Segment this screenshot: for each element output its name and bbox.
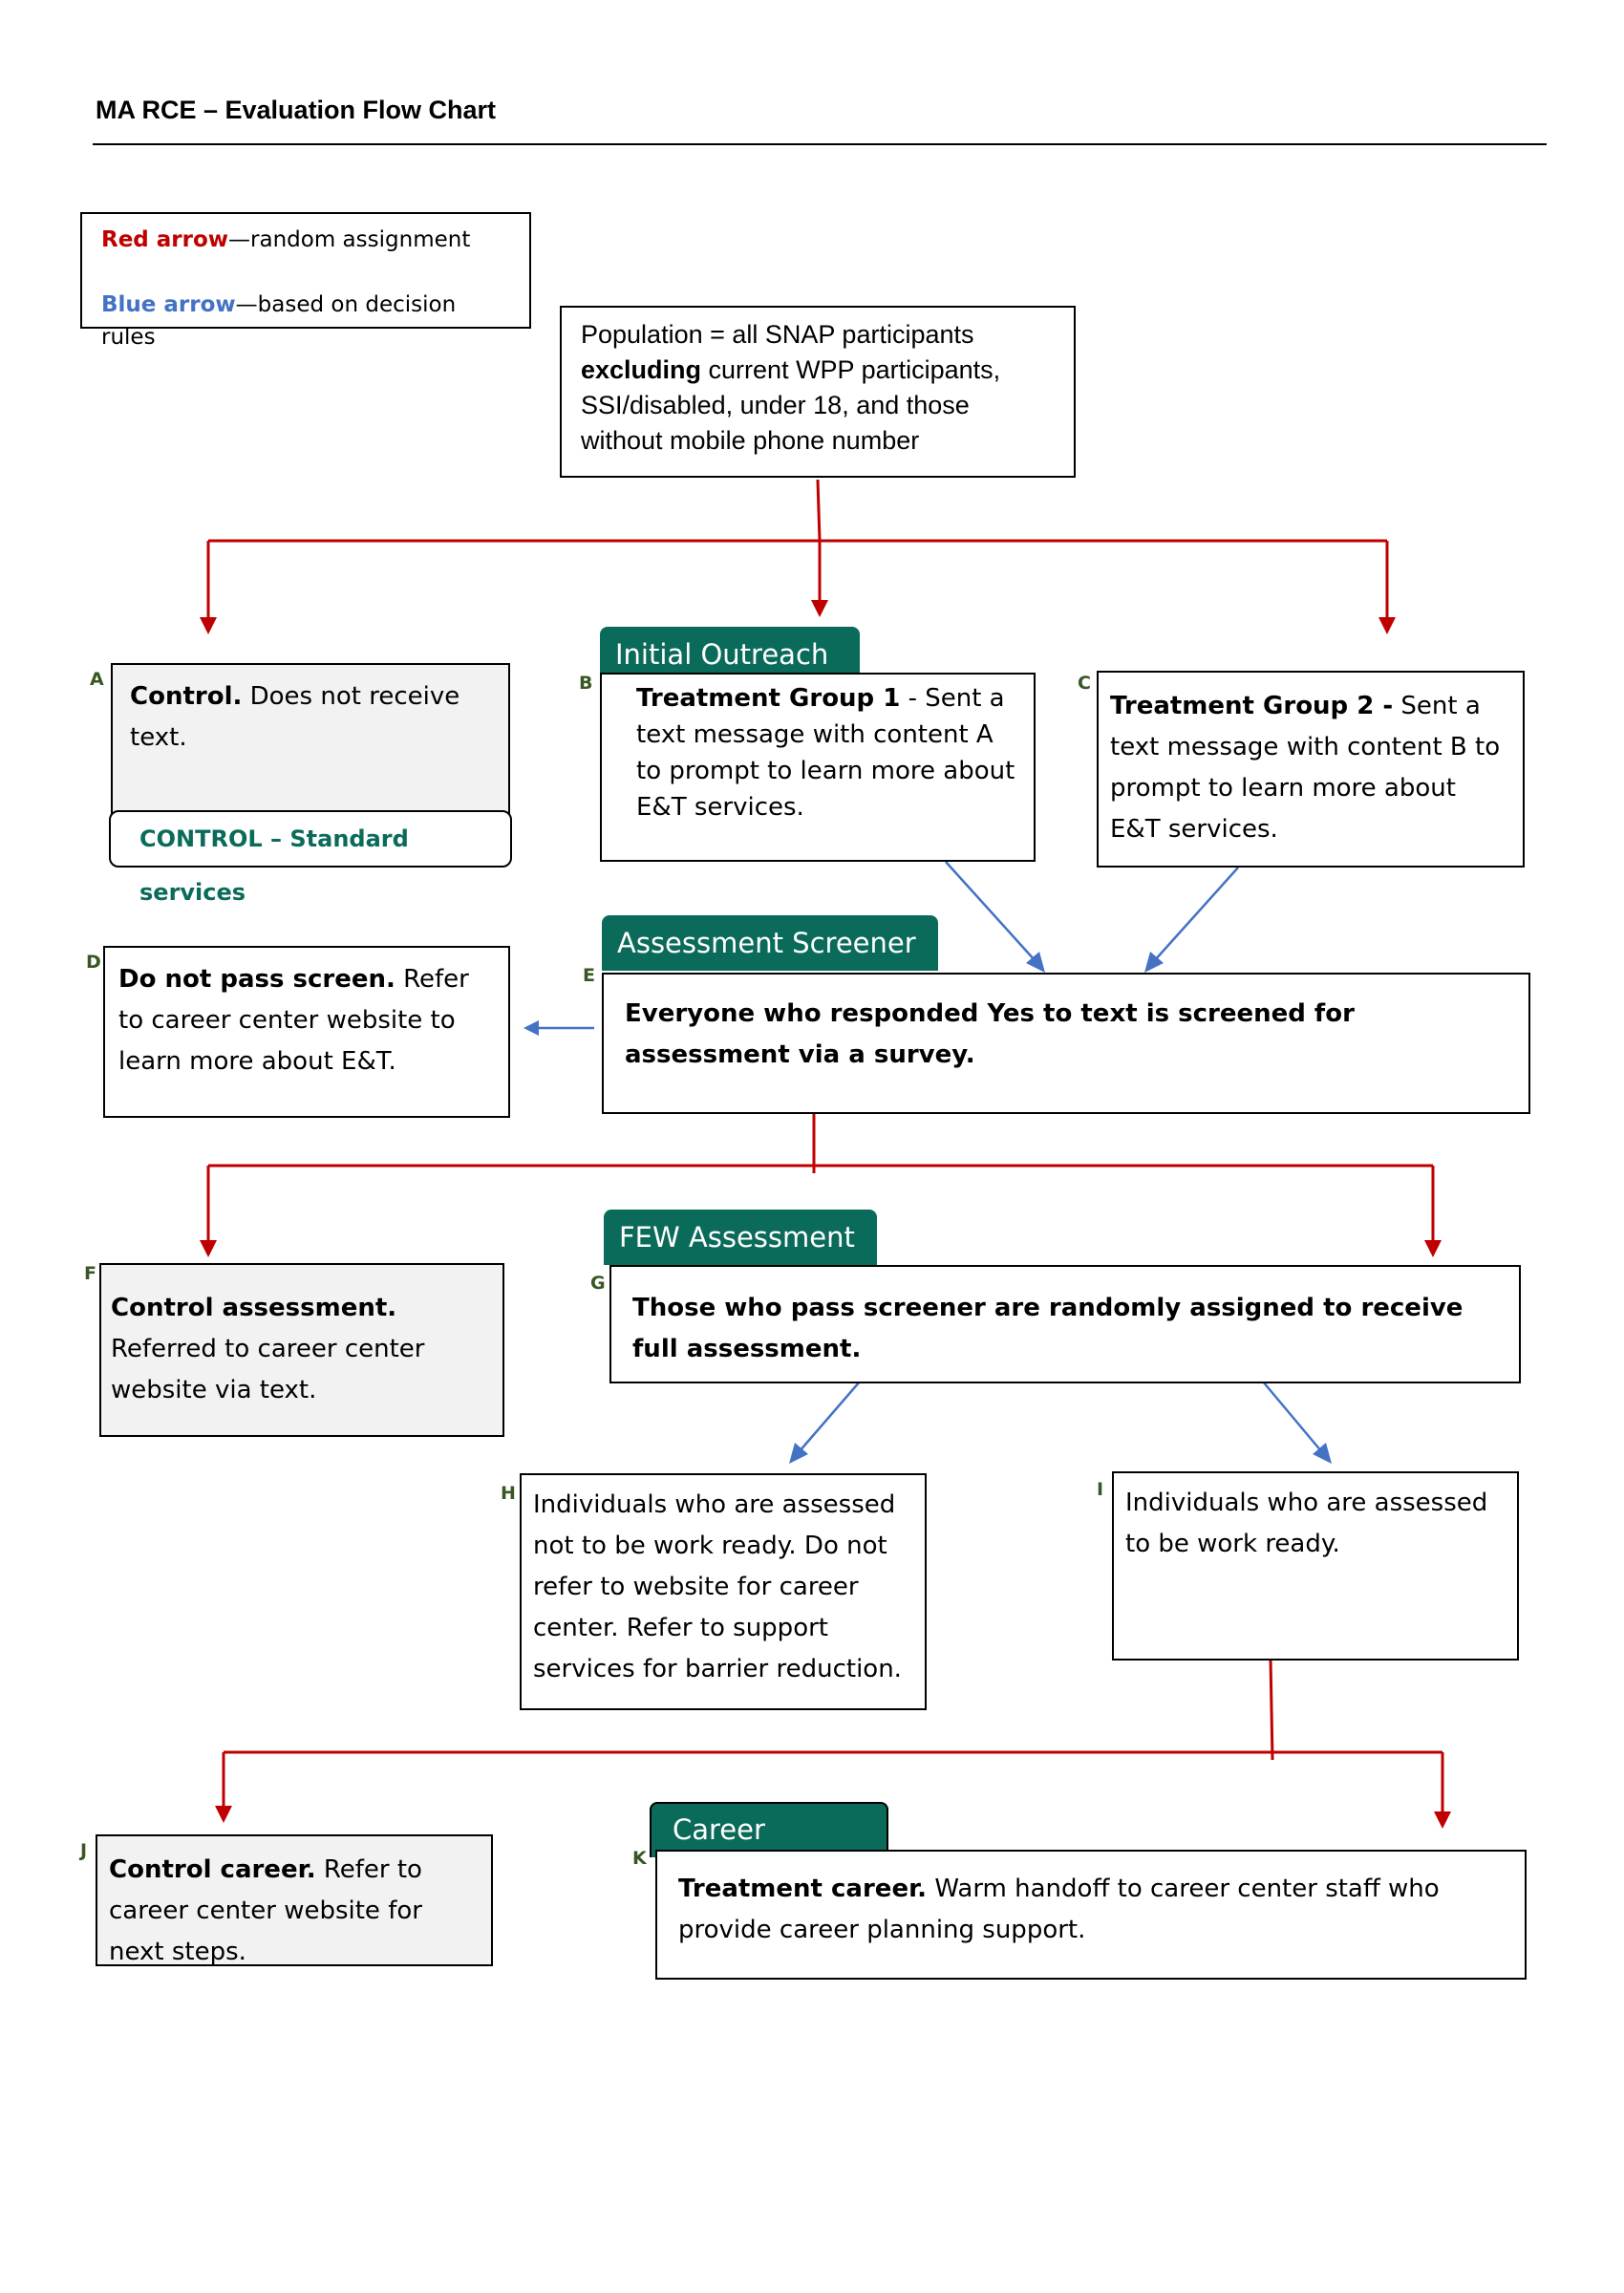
- node-J-bold: Control career.: [109, 1855, 316, 1884]
- node-F-control-assessment: Control assessment. Referred to career c…: [99, 1263, 504, 1437]
- red-arrow-to-G: [1424, 1166, 1442, 1257]
- node-A-bold: Control.: [130, 682, 243, 711]
- node-F-text: Referred to career center website via te…: [111, 1335, 425, 1404]
- node-C-text: Sent a text message with content B to pr…: [1110, 692, 1501, 844]
- node-B-bold: Treatment Group 1: [636, 684, 901, 713]
- node-letter-B: B: [579, 673, 593, 694]
- node-K-treatment-career: Treatment career. Warm handoff to career…: [655, 1850, 1527, 1980]
- red-arrow-to-B: [811, 541, 828, 617]
- node-E-bold: Everyone who responded Yes to text is sc…: [625, 999, 1355, 1069]
- red-arrow-to-A: [200, 541, 217, 634]
- node-G-bold: Those who pass screener are randomly ass…: [632, 1294, 1464, 1363]
- blue-arrow-G-to-H: [789, 1381, 861, 1464]
- legend-red-text: —random assignment: [228, 227, 471, 252]
- node-letter-E: E: [583, 965, 595, 986]
- node-letter-F: F: [84, 1263, 96, 1284]
- legend-box: Red arrow—random assignment Blue arrow—b…: [80, 212, 531, 350]
- node-K-bold: Treatment career.: [678, 1875, 928, 1903]
- blue-arrow-B-to-E: [945, 861, 1045, 973]
- stage-tag-assessment-screener: Assessment Screener: [602, 915, 938, 971]
- node-D-text: Refer to career center website to learn …: [118, 965, 469, 1076]
- node-D-do-not-pass: Do not pass screen. Refer to career cent…: [103, 946, 510, 1118]
- legend-blue-text: —based on decision rules: [101, 292, 457, 350]
- legend-blue-row: Blue arrow—based on decision rules: [101, 289, 510, 354]
- blue-arrow-G-to-I: [1262, 1381, 1332, 1464]
- node-letter-H: H: [501, 1483, 516, 1504]
- node-A-text: Does not receive text.: [130, 682, 460, 752]
- node-B-treatment-group-1: Treatment Group 1 - Sent a text message …: [600, 673, 1036, 862]
- legend-red-label: Red arrow: [101, 227, 229, 252]
- red-arrow-population-split: [208, 479, 1387, 543]
- node-K-text: Warm handoff to career center staff who …: [678, 1875, 1440, 1944]
- node-letter-D: D: [86, 952, 101, 973]
- node-J-text: Refer to career center website for next …: [109, 1855, 422, 1966]
- population-rest: current WPP participants, SSI/disabled, …: [581, 355, 1001, 455]
- node-H-text: Individuals who are assessed not to be w…: [533, 1490, 902, 1683]
- node-C-treatment-group-2: Treatment Group 2 - Sent a text message …: [1097, 671, 1525, 868]
- node-letter-I: I: [1097, 1479, 1104, 1500]
- node-letter-A: A: [90, 669, 104, 690]
- node-D-bold: Do not pass screen.: [118, 965, 395, 994]
- node-F-bold: Control assessment.: [111, 1294, 397, 1322]
- blue-arrow-C-to-E: [1144, 867, 1239, 973]
- legend-blue-label: Blue arrow: [101, 292, 236, 317]
- node-G-few-assessment: Those who pass screener are randomly ass…: [609, 1265, 1521, 1383]
- node-I-text: Individuals who are assessed to be work …: [1125, 1489, 1488, 1558]
- node-B-text: - Sent a text message with content A to …: [636, 684, 1015, 822]
- red-arrow-to-C: [1378, 541, 1396, 634]
- population-line1: Population = all SNAP participants: [581, 320, 974, 349]
- blue-arrow-E-to-D: [524, 1020, 594, 1036]
- node-A-control: Control. Does not receive text.: [111, 663, 510, 814]
- node-H-not-work-ready: Individuals who are assessed not to be w…: [520, 1473, 927, 1710]
- red-arrow-to-K: [1434, 1752, 1451, 1829]
- control-standard-services-banner: CONTROL – Standard services: [109, 810, 512, 906]
- header-divider: [93, 143, 1547, 145]
- red-arrow-screener-split: [208, 1112, 1433, 1173]
- node-letter-K: K: [632, 1848, 647, 1869]
- node-letter-J: J: [80, 1840, 88, 1861]
- red-arrow-to-F: [200, 1166, 217, 1257]
- node-I-work-ready: Individuals who are assessed to be work …: [1112, 1471, 1519, 1661]
- population-bold: excluding: [581, 355, 702, 384]
- node-letter-C: C: [1078, 673, 1091, 694]
- legend-red-row: Red arrow—random assignment: [101, 224, 510, 256]
- red-arrow-career-split: [224, 1658, 1442, 1761]
- red-arrow-to-J: [215, 1752, 232, 1823]
- node-C-bold: Treatment Group 2 -: [1110, 692, 1394, 720]
- stage-tag-few-assessment: FEW Assessment: [604, 1210, 877, 1265]
- node-E-screener: Everyone who responded Yes to text is sc…: [602, 973, 1530, 1114]
- population-box: Population = all SNAP participants exclu…: [560, 306, 1076, 478]
- node-J-control-career: Control career. Refer to career center w…: [96, 1834, 493, 1966]
- page-title: MA RCE – Evaluation Flow Chart: [96, 96, 497, 124]
- node-letter-G: G: [590, 1273, 606, 1294]
